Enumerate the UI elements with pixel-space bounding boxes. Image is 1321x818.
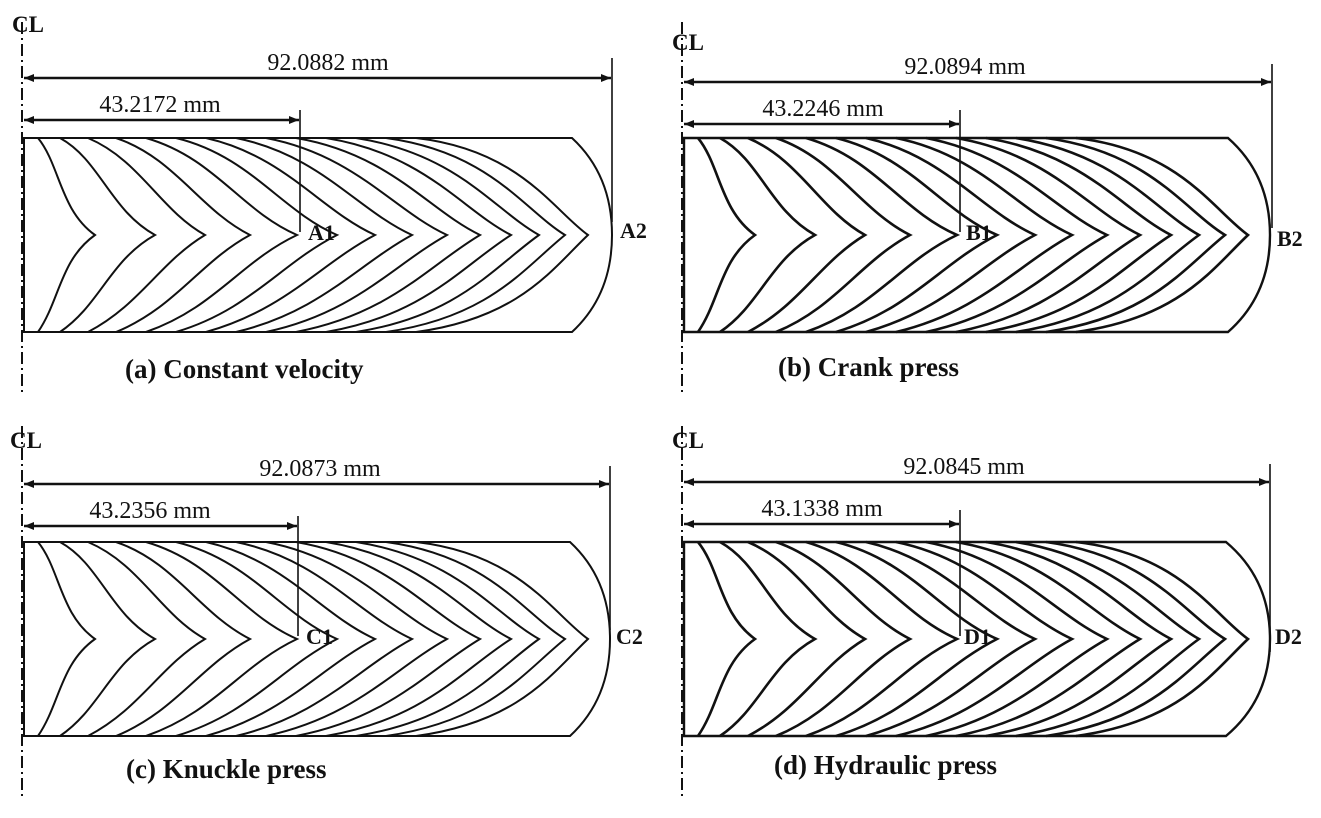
inner-dimension-label: 43.2246 mm <box>762 96 884 122</box>
flow-line <box>355 137 541 333</box>
flow-line <box>325 541 514 737</box>
inner-dimension-label: 43.1338 mm <box>761 496 883 522</box>
flow-line <box>865 540 1038 738</box>
flow-line <box>985 136 1174 334</box>
point-inner-label: C1 <box>306 624 333 649</box>
flow-line <box>59 137 158 333</box>
inner-dimension-label: 43.2356 mm <box>89 498 211 524</box>
flow-line <box>385 137 567 333</box>
flow-line <box>175 541 340 737</box>
flow-line <box>145 541 300 737</box>
flow-line <box>775 136 913 334</box>
flow-line <box>835 540 1001 738</box>
flow-line <box>415 137 590 333</box>
flow-line <box>1045 136 1228 334</box>
total-dimension-label: 92.0873 mm <box>259 456 381 482</box>
total-dimension-label: 92.0894 mm <box>904 54 1026 80</box>
panel-d: CL 92.0845 mm 43.1338 mm D1 D2 (d) Hydra… <box>672 426 1302 799</box>
workpiece-outline <box>23 541 612 737</box>
flow-line <box>985 540 1174 738</box>
flow-line <box>719 540 818 738</box>
workpiece-outline <box>682 540 1272 738</box>
flow-line <box>235 541 415 737</box>
flow-line <box>115 541 253 737</box>
point-outer-label: A2 <box>620 218 647 243</box>
flow-line <box>385 541 567 737</box>
centerline-label: CL <box>12 12 44 37</box>
panel-caption: (c) Knuckle press <box>126 754 327 784</box>
inner-dimension-label: 43.2172 mm <box>99 92 221 118</box>
flow-line <box>1015 136 1202 334</box>
flow-line <box>955 136 1143 334</box>
flow-line <box>805 540 961 738</box>
flow-line <box>1075 540 1251 738</box>
centerline-label: CL <box>10 428 42 453</box>
flow-line <box>925 136 1110 334</box>
panel-caption: (b) Crank press <box>778 352 959 382</box>
workpiece-outline <box>682 136 1272 334</box>
flow-line <box>1015 540 1202 738</box>
total-dimension-label: 92.0882 mm <box>267 50 389 76</box>
flow-line <box>265 541 450 737</box>
centerline-label: CL <box>672 30 704 55</box>
panel-c: CL 92.0873 mm 43.2356 mm C1 C2 (c) Knuck… <box>10 426 643 799</box>
total-dimension-label: 92.0845 mm <box>903 454 1025 480</box>
flow-line <box>835 136 1001 334</box>
flow-lines <box>696 136 1251 334</box>
flow-line <box>696 541 758 737</box>
flow-line <box>295 137 483 333</box>
panel-b: CL 92.0894 mm 43.2246 mm B1 B2 (b) Crank… <box>672 22 1303 395</box>
flow-line <box>175 137 340 333</box>
flow-line <box>1045 540 1228 738</box>
panel-a: CL 92.0882 mm 43.2172 mm A1 A2 (a) Const… <box>12 12 647 395</box>
flow-line <box>415 541 590 737</box>
point-inner-label: D1 <box>964 624 991 649</box>
flow-line <box>925 540 1110 738</box>
workpiece-outline <box>23 137 614 333</box>
flow-line <box>115 137 253 333</box>
flow-line <box>1075 136 1251 334</box>
point-outer-label: D2 <box>1275 624 1302 649</box>
flow-line <box>895 136 1075 334</box>
flow-line <box>747 540 868 738</box>
flow-line <box>805 136 961 334</box>
flow-line <box>205 541 378 737</box>
point-inner-label: B1 <box>966 220 992 245</box>
flow-line <box>265 137 450 333</box>
flow-line <box>775 540 913 738</box>
flow-lines <box>37 137 590 333</box>
point-outer-label: B2 <box>1277 226 1303 251</box>
flow-line <box>955 540 1143 738</box>
flow-line <box>865 136 1038 334</box>
flow-line <box>59 541 158 737</box>
flow-line <box>895 540 1075 738</box>
point-outer-label: C2 <box>616 624 643 649</box>
flow-line <box>87 137 207 333</box>
flow-line <box>719 136 818 334</box>
flow-line <box>325 137 514 333</box>
panel-caption: (d) Hydraulic press <box>774 750 997 780</box>
flow-line <box>235 137 415 333</box>
flow-line <box>37 541 97 737</box>
panel-caption: (a) Constant velocity <box>125 354 364 384</box>
flow-line <box>145 137 300 333</box>
point-inner-label: A1 <box>308 220 335 245</box>
centerline-label: CL <box>672 428 704 453</box>
flow-line <box>295 541 483 737</box>
flow-line <box>37 137 97 333</box>
flow-line <box>747 136 868 334</box>
flow-lines <box>696 540 1251 738</box>
flow-line <box>87 541 207 737</box>
flow-line <box>696 137 758 333</box>
flow-line <box>205 137 378 333</box>
flow-lines <box>37 541 590 737</box>
flow-line <box>355 541 541 737</box>
